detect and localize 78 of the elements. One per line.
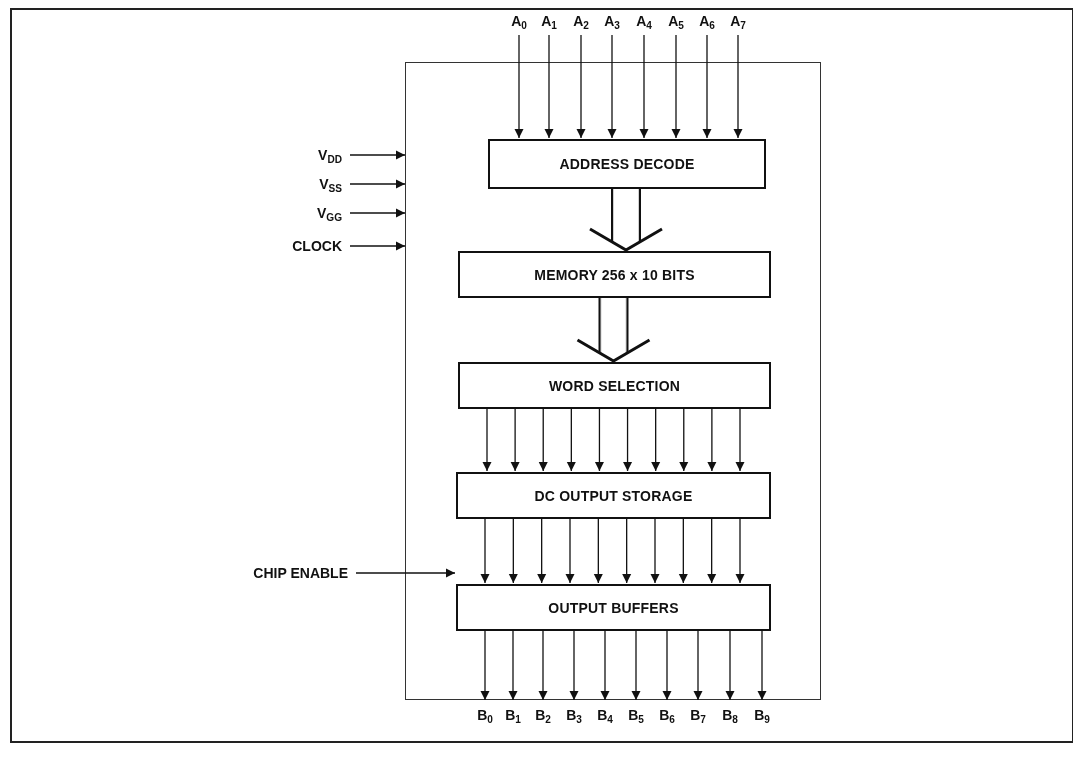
arrow — [735, 407, 745, 472]
pin-label: B$_{2}$ — [528, 703, 558, 727]
arrow — [650, 517, 660, 584]
arrow — [757, 629, 767, 701]
arrow — [565, 517, 575, 584]
arrow — [482, 407, 492, 472]
arrow — [678, 517, 688, 584]
arrow — [735, 517, 745, 584]
bus-arrow — [576, 297, 651, 363]
arrow — [576, 34, 586, 139]
pin-label: A$_{0}$ — [504, 10, 534, 32]
arrow — [707, 407, 717, 472]
arrow — [510, 407, 520, 472]
arrow — [693, 629, 703, 701]
arrow — [349, 179, 406, 189]
block-box — [458, 251, 771, 298]
block-label: ADDRESS DECODE — [559, 156, 695, 172]
pin-label: V$_{SS}$ — [270, 173, 342, 195]
pin-label: B$_{1}$ — [498, 703, 528, 727]
pin-label: B$_{8}$ — [715, 703, 745, 727]
block-box — [488, 139, 766, 189]
arrow — [662, 629, 672, 701]
pin-label: A$_{1}$ — [534, 10, 564, 32]
arrow — [702, 34, 712, 139]
arrow — [508, 517, 518, 584]
block-label: OUTPUT BUFFERS — [548, 599, 679, 616]
block-box — [456, 584, 771, 631]
arrow — [679, 407, 689, 472]
arrow — [707, 517, 717, 584]
arrow — [651, 407, 661, 472]
arrow — [508, 629, 518, 701]
arrow — [544, 34, 554, 139]
chip-outline — [405, 62, 821, 700]
arrow — [538, 629, 548, 701]
pin-label: A$_{7}$ — [723, 10, 753, 32]
arrow — [639, 34, 649, 139]
pin-label: A$_{3}$ — [597, 10, 627, 32]
block-label: MEMORY 256 x 10 BITS — [534, 266, 695, 283]
arrow — [622, 517, 632, 584]
pin-label: V$_{GG}$ — [270, 202, 342, 224]
arrow — [600, 629, 610, 701]
pin-label: B$_{6}$ — [652, 703, 682, 727]
block-label: WORD SELECTION — [548, 377, 681, 394]
pin-label: B$_{3}$ — [559, 703, 589, 727]
arrow — [569, 629, 579, 701]
arrow — [480, 517, 490, 584]
pin-label: V$_{DD}$ — [270, 144, 342, 166]
arrow — [537, 517, 547, 584]
block-box — [458, 362, 771, 409]
arrow — [480, 629, 490, 701]
pin-label: B$_{0}$ — [470, 703, 500, 727]
pin-label: CLOCK — [270, 235, 342, 257]
arrow — [349, 150, 406, 160]
arrow — [594, 407, 604, 472]
arrow — [671, 34, 681, 139]
arrow — [733, 34, 743, 139]
arrow — [355, 568, 456, 578]
arrow — [607, 34, 617, 139]
arrow — [631, 629, 641, 701]
pin-label: B$_{7}$ — [683, 703, 713, 727]
block-box — [456, 472, 771, 519]
pin-label: A$_{6}$ — [692, 10, 722, 32]
arrow — [349, 241, 406, 251]
arrow — [566, 407, 576, 472]
pin-label: A$_{4}$ — [629, 10, 659, 32]
arrow — [514, 34, 524, 139]
pin-label: CHIP ENABLE — [240, 562, 348, 584]
arrow — [593, 517, 603, 584]
pin-label: A$_{5}$ — [661, 10, 691, 32]
pin-label: B$_{4}$ — [590, 703, 620, 727]
arrow — [623, 407, 633, 472]
arrow — [725, 629, 735, 701]
block-label: DC OUTPUT STORAGE — [534, 487, 693, 504]
arrow — [349, 208, 406, 218]
arrow — [538, 407, 548, 472]
pin-label: B$_{5}$ — [621, 703, 651, 727]
pin-label: A$_{2}$ — [566, 10, 596, 32]
pin-label: B$_{9}$ — [747, 703, 777, 727]
